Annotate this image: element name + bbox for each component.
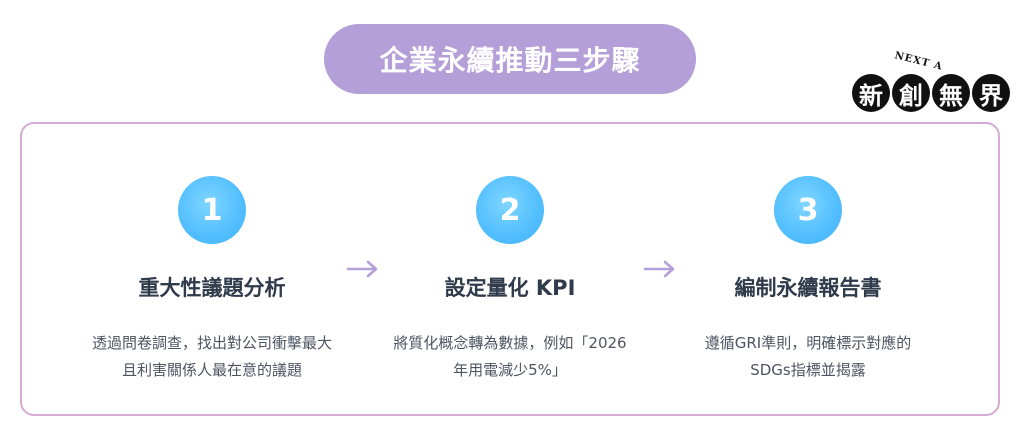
step-title: 重大性議題分析: [138, 276, 286, 300]
logo-char: 創: [892, 74, 930, 112]
logo-char: 無: [932, 74, 970, 112]
logo-circles: 新 創 無 界: [852, 74, 1010, 112]
logo-char: 新: [852, 74, 890, 112]
step-number-badge: 1: [178, 176, 246, 244]
step-description-line: SDGs指標並揭露: [750, 361, 866, 379]
step-title: 編制永續報告書: [734, 276, 882, 300]
right-arrow-icon: [346, 260, 378, 278]
step-description-line: 將質化概念轉為數據，例如「2026: [393, 334, 627, 352]
step-1: 1 重大性議題分析 透過問卷調查，找出對公司衝擊最大 且利害關係人最在意的議題: [62, 176, 362, 384]
brand-logo: NEXT A 新 創 無 界: [850, 50, 1016, 120]
steps-panel: [20, 122, 1000, 416]
page-title: 企業永續推動三步驟: [324, 24, 696, 94]
step-description-line: 年用電減少5%」: [453, 361, 567, 379]
logo-char: 界: [972, 74, 1010, 112]
step-description-line: 且利害關係人最在意的議題: [121, 361, 302, 379]
step-number-badge: 2: [476, 176, 544, 244]
step-description-line: 透過問卷調查，找出對公司衝擊最大: [91, 334, 332, 352]
right-arrow-icon: [643, 260, 675, 278]
step-number-badge: 3: [774, 176, 842, 244]
step-description: 透過問卷調查，找出對公司衝擊最大 且利害關係人最在意的議題: [62, 330, 362, 384]
step-2: 2 設定量化 KPI 將質化概念轉為數據，例如「2026 年用電減少5%」: [360, 176, 660, 384]
step-description-line: 遵循GRI準則，明確標示對應的: [704, 334, 912, 352]
step-description: 將質化概念轉為數據，例如「2026 年用電減少5%」: [360, 330, 660, 384]
step-description: 遵循GRI準則，明確標示對應的 SDGs指標並揭露: [658, 330, 958, 384]
logo-small-text: NEXT A: [893, 50, 944, 73]
step-3: 3 編制永續報告書 遵循GRI準則，明確標示對應的 SDGs指標並揭露: [658, 176, 958, 384]
step-title: 設定量化 KPI: [444, 276, 576, 300]
